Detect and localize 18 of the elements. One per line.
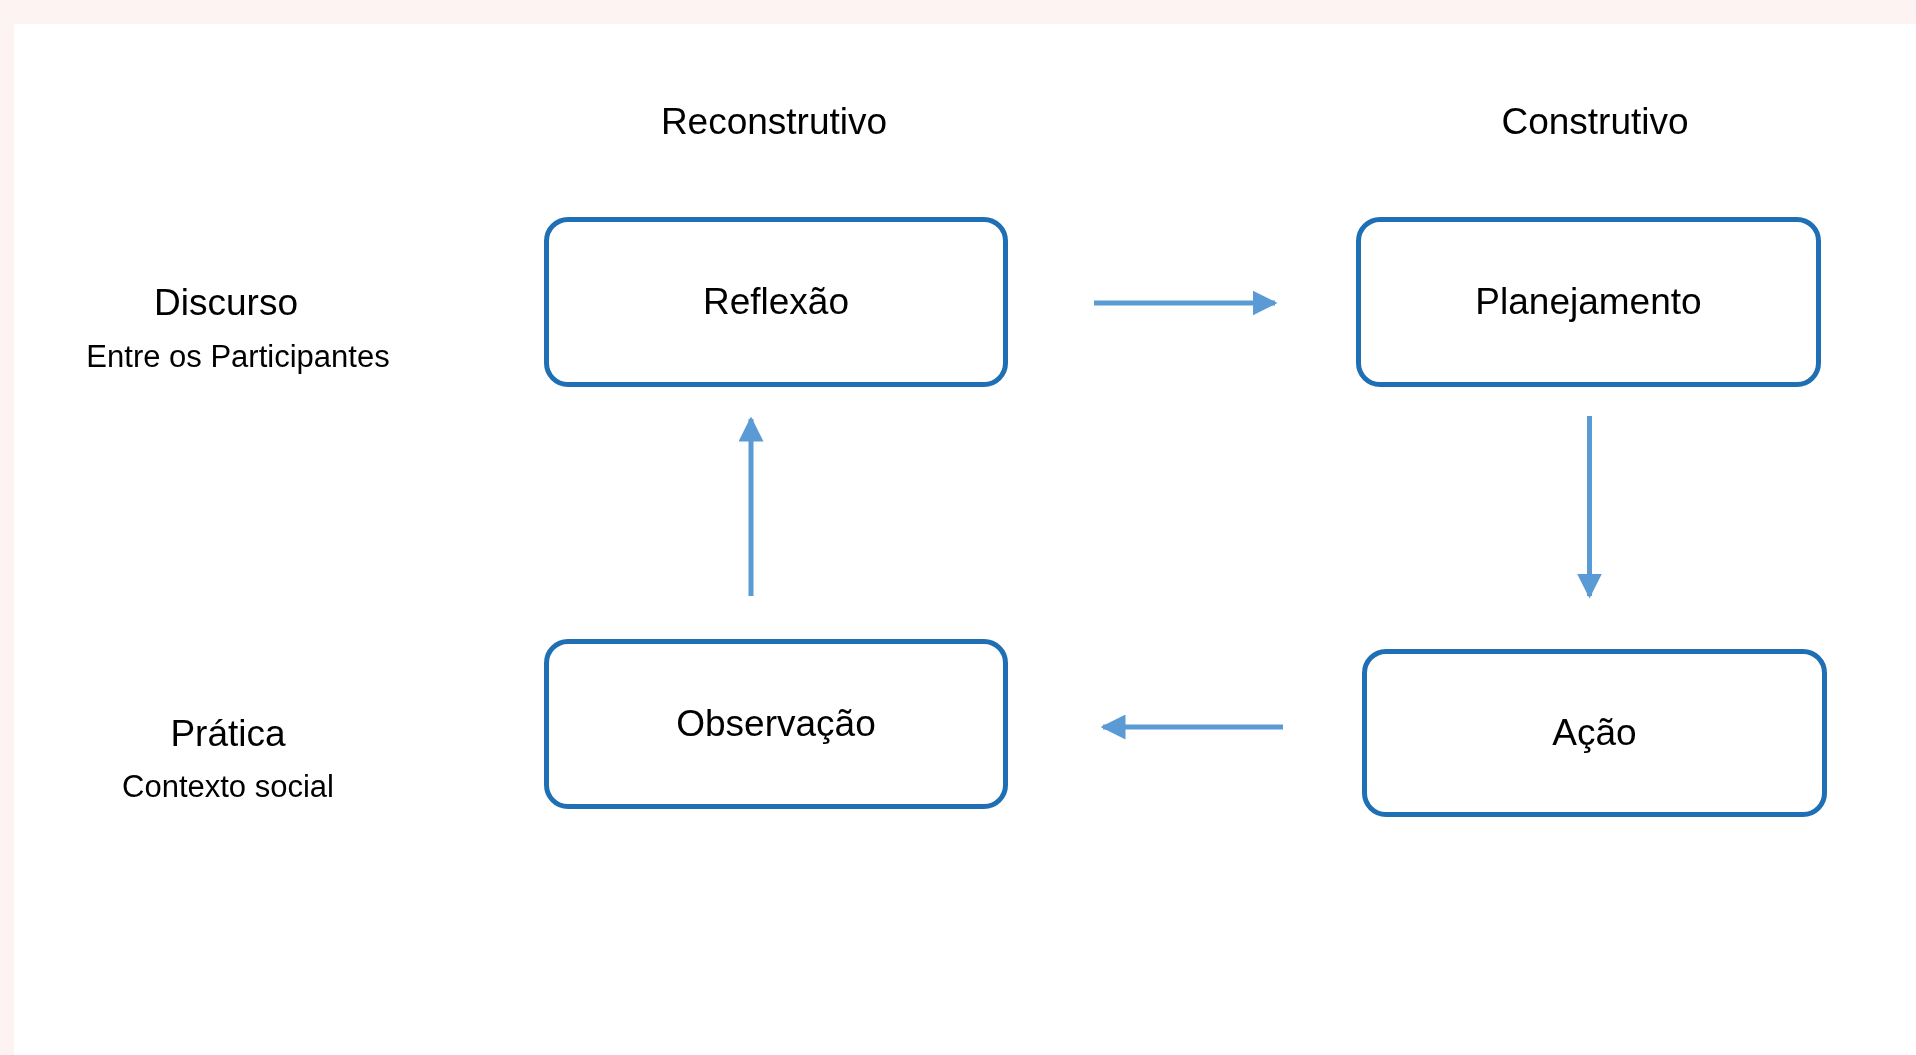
axis-label: Construtivo	[1501, 100, 1689, 145]
axis-label: Entre os Participantes	[86, 337, 390, 376]
arrow	[1577, 416, 1602, 599]
axis-label: Contexto social	[122, 767, 334, 806]
node-label: Ação	[1552, 711, 1637, 756]
process-box	[1362, 649, 1827, 817]
axis-label: Reconstrutivo	[660, 100, 888, 145]
node-label: Reflexão	[703, 280, 849, 325]
process-box	[544, 217, 1008, 387]
arrow	[1094, 290, 1278, 316]
axis-label: Prática	[170, 712, 286, 757]
node-label: Observação	[676, 702, 876, 747]
node-label: Planejamento	[1475, 280, 1702, 325]
arrow	[738, 416, 764, 596]
axis-label: Discurso	[154, 281, 298, 326]
arrow	[1100, 714, 1283, 740]
process-box	[544, 639, 1008, 809]
process-box	[1356, 217, 1821, 387]
